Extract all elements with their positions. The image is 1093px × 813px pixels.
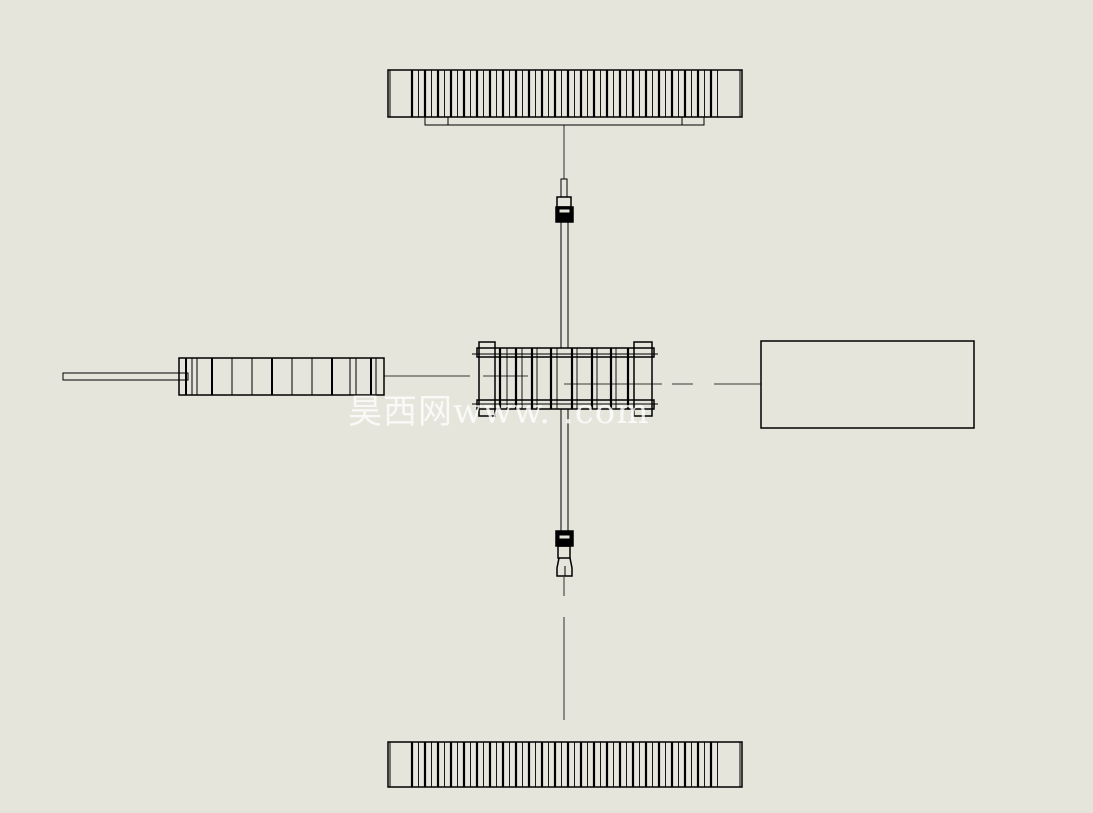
bottom-wheel xyxy=(387,741,743,788)
right-block xyxy=(760,340,975,429)
wheel-outline xyxy=(387,69,743,118)
center-gear-hub xyxy=(472,341,658,417)
axle-rod xyxy=(62,372,189,381)
wheel-hub-plate xyxy=(424,117,705,126)
lower-coupler-collar xyxy=(557,545,571,559)
center-lines xyxy=(384,125,761,720)
left-wheel-outline xyxy=(178,357,385,396)
hub-body xyxy=(494,356,635,401)
lower-coupler-slot xyxy=(558,534,571,540)
watermark-text: 昊西网www. .com xyxy=(348,392,650,432)
right-block-outline xyxy=(760,340,975,429)
wheel-outline xyxy=(387,741,743,788)
upper-coupler-slot xyxy=(558,208,571,214)
vertical-shaft xyxy=(555,178,574,577)
left-wheel-with-axle xyxy=(62,357,385,396)
top-wheel xyxy=(387,69,743,126)
